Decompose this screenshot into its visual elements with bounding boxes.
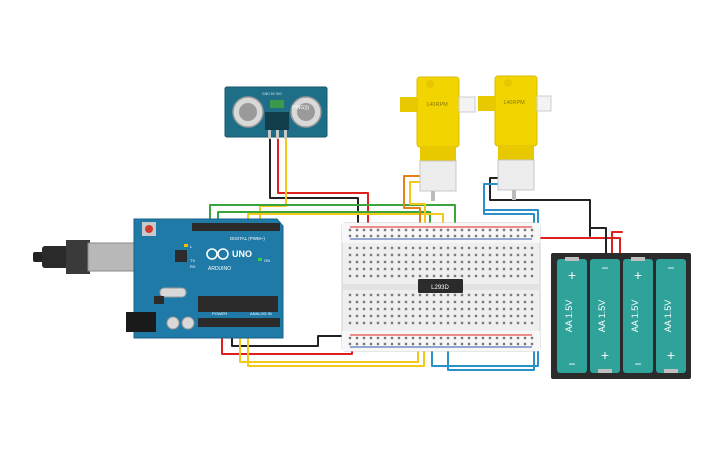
reset-button[interactable]: [145, 225, 153, 233]
wire-motor1-orange[interactable]: [403, 175, 421, 241]
wire-battery-neg[interactable]: [589, 227, 607, 259]
battery-label: AA 1.5V: [663, 300, 673, 333]
wire-motor1-yellow[interactable]: [409, 181, 426, 241]
driver-label: L293D: [431, 285, 449, 291]
usb-port: [87, 242, 137, 272]
battery-label: AA 1.5V: [597, 300, 607, 333]
battery-cell-1: AA 1.5V + −: [557, 257, 587, 373]
battery-cell-3: AA 1.5V + −: [623, 257, 653, 373]
atmega-chip: [198, 296, 278, 312]
battery-minus-sign: −: [568, 357, 575, 371]
motor-1-label: 140RPM: [426, 102, 448, 108]
battery-plus-sign: +: [568, 267, 576, 283]
rx-label: RX: [190, 264, 196, 269]
motor-2-label: 140RPM: [503, 100, 525, 106]
ultrasonic-sensor[interactable]: PING))) GND 5V SIG: [224, 86, 328, 139]
motor-driver-chip[interactable]: L293D: [418, 279, 463, 293]
wire-arduino-gnd[interactable]: [231, 331, 353, 347]
power-analog-header: [198, 318, 280, 327]
battery-label: AA 1.5V: [630, 300, 640, 333]
battery-cell-4: AA 1.5V + −: [656, 259, 686, 373]
battery-plus-sign: +: [601, 347, 609, 363]
wire-sensor-sig[interactable]: [259, 137, 287, 223]
digital-label: DIGITAL (PWM~): [230, 236, 265, 241]
wire-sensor-5v[interactable]: [277, 137, 369, 233]
analog-label: ANALOG IN: [250, 311, 272, 316]
dc-motor-1[interactable]: 140RPM: [400, 76, 476, 201]
arduino-brand-label: ARDUINO: [208, 266, 231, 272]
power-jack: [126, 312, 156, 332]
battery-cell-2: AA 1.5V + −: [590, 259, 620, 373]
digital-header: [192, 223, 280, 231]
wire-motor2-black[interactable]: [489, 177, 591, 237]
power-label: POWER: [212, 311, 227, 316]
sensor-model-label: PING))): [292, 105, 310, 111]
battery-minus-sign: −: [667, 261, 674, 275]
battery-label: AA 1.5V: [564, 300, 574, 333]
usb-cable-end: [33, 252, 43, 262]
dc-motor-2[interactable]: 140RPM: [478, 75, 552, 200]
breadboard-holes: [348, 228, 534, 346]
on-led-label: ON: [264, 258, 270, 263]
sensor-pins-label: GND 5V SIG: [262, 92, 282, 96]
wire-motor2-blue[interactable]: [431, 183, 539, 367]
battery-minus-sign: −: [634, 357, 641, 371]
battery-pack[interactable]: AA 1.5V + − AA 1.5V + − AA 1.5V + − AA 1.5V + −: [551, 253, 691, 379]
tx-label: TX: [190, 258, 195, 263]
l-led-label: L: [190, 244, 193, 249]
wire-battery-red-2[interactable]: [611, 231, 623, 259]
arduino-model-label: UNO: [232, 249, 252, 259]
battery-plus-sign: +: [667, 347, 675, 363]
arduino-logo: ARDUINO UNO: [206, 248, 252, 272]
wire-sensor-gnd[interactable]: [269, 137, 359, 233]
arduino-uno[interactable]: ARDUINO UNO DIGITAL (PWM~) POWER ANALOG …: [33, 218, 284, 339]
battery-plus-sign: +: [634, 267, 642, 283]
battery-minus-sign: −: [601, 261, 608, 275]
